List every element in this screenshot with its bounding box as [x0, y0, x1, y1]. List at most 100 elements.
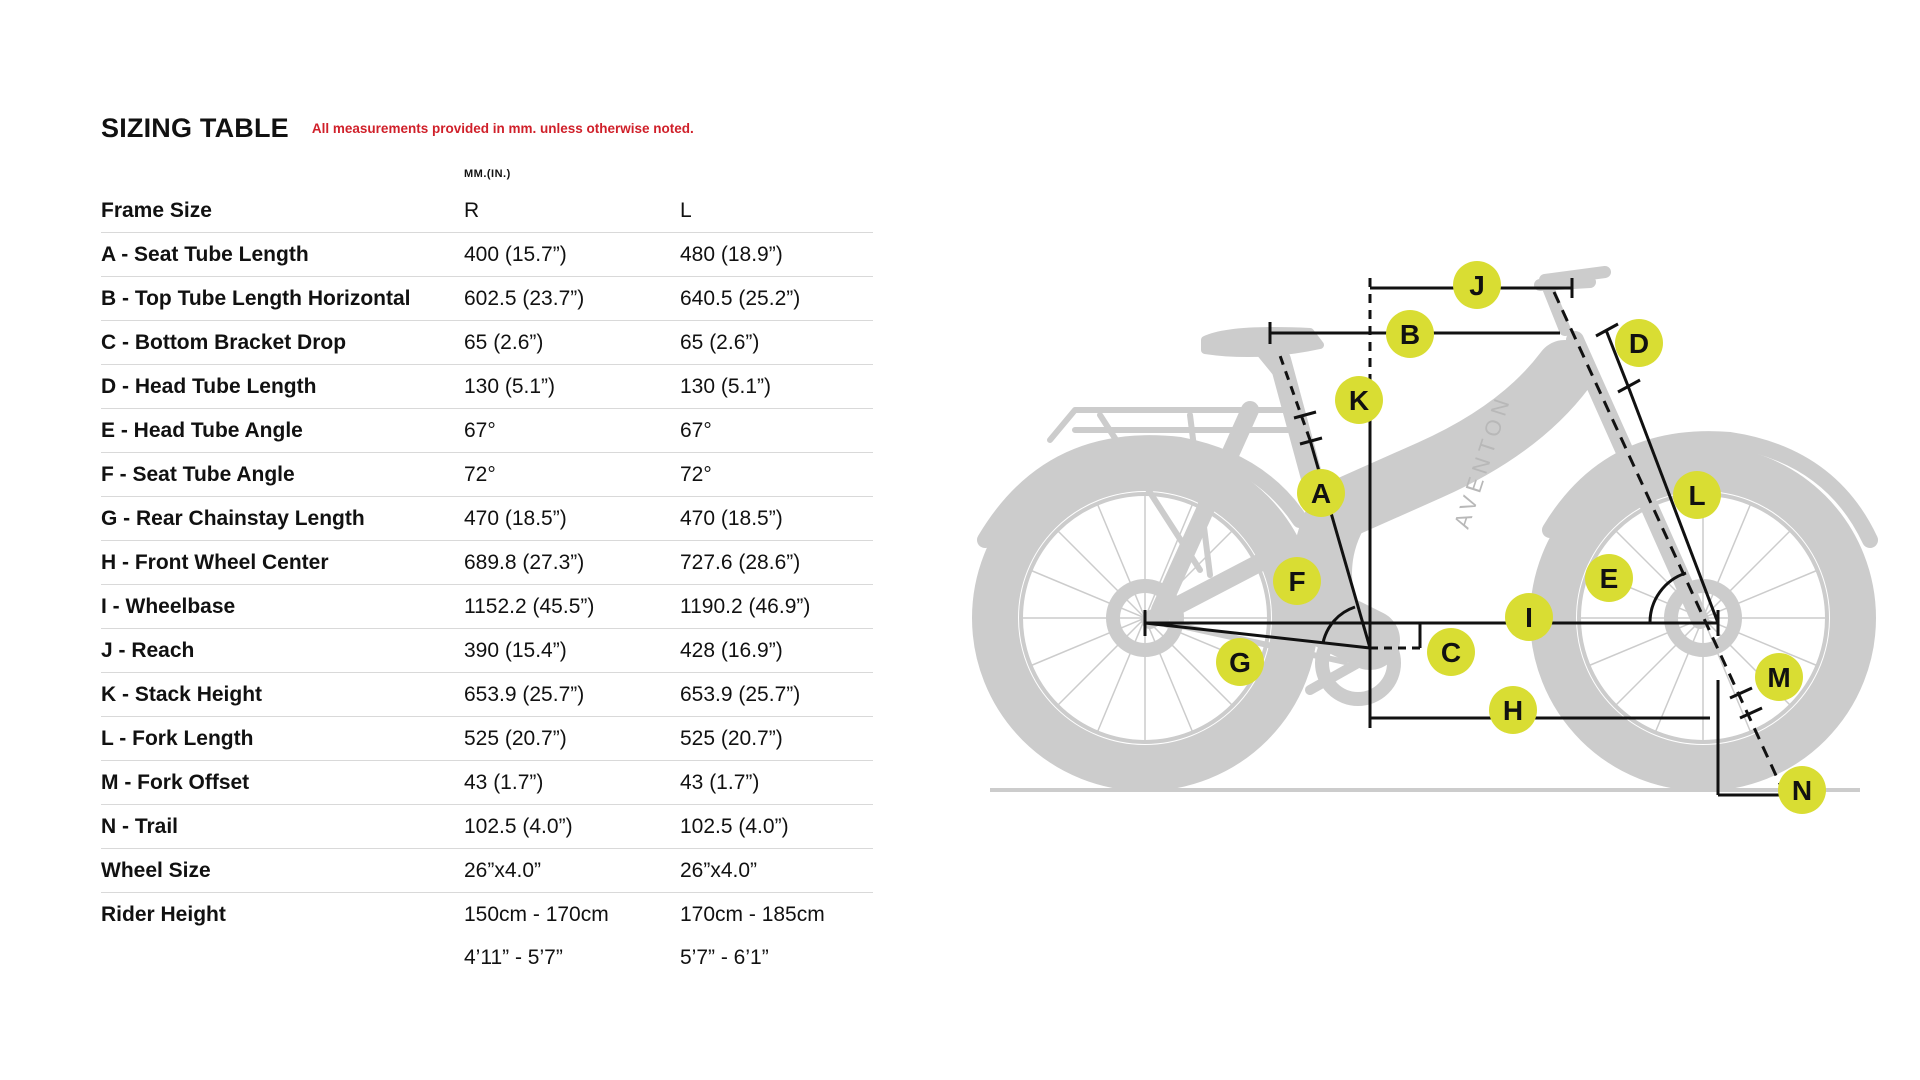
- row-value-r: 689.8 (27.3”): [464, 540, 680, 585]
- row-value-l: 102.5 (4.0”): [680, 804, 873, 849]
- row-label: K - Stack Height: [101, 672, 464, 717]
- a-tick-2: [1299, 436, 1323, 446]
- row-value-r: 653.9 (25.7”): [464, 672, 680, 717]
- badges: A B C D E F G H I J K L M N: [1216, 261, 1826, 814]
- f-angle-arc: [1321, 605, 1356, 644]
- l-measure-line: [1626, 385, 1720, 624]
- header: SIZING TABLE All measurements provided i…: [101, 113, 694, 144]
- front-fender: [1542, 431, 1878, 548]
- badge-b: B: [1386, 310, 1434, 358]
- d-measure-line: [1604, 329, 1630, 387]
- badge-k: K: [1335, 376, 1383, 424]
- row-value-l: 43 (1.7”): [680, 760, 873, 805]
- row-value-l: 480 (18.9”): [680, 232, 873, 277]
- badge-d: D: [1615, 319, 1663, 367]
- g-measure-line: [1144, 621, 1371, 650]
- row-label: E - Head Tube Angle: [101, 408, 464, 453]
- row-label: N - Trail: [101, 804, 464, 849]
- row-value-r: 470 (18.5”): [464, 496, 680, 541]
- rear-hub: [1106, 579, 1184, 657]
- row-value-l: 525 (20.7”): [680, 716, 873, 761]
- page-title: SIZING TABLE: [101, 113, 289, 143]
- units-note: All measurements provided in mm. unless …: [311, 121, 694, 136]
- a-tick-1: [1293, 410, 1317, 420]
- front-tire: [1530, 445, 1876, 791]
- table-row: Rider Height 150cm - 170cm 170cm - 185cm: [101, 893, 873, 937]
- row-value-l: 170cm - 185cm: [680, 902, 825, 926]
- row-value-l: 470 (18.5”): [680, 496, 873, 541]
- row-value-l: 428 (16.9”): [680, 628, 873, 673]
- row-value-r: 400 (15.7”): [464, 232, 680, 277]
- badge-i: I: [1505, 593, 1553, 641]
- svg-text:D: D: [1629, 328, 1649, 359]
- row-label: D - Head Tube Length: [101, 364, 464, 409]
- row-label: M - Fork Offset: [101, 760, 464, 805]
- row-label: G - Rear Chainstay Length: [101, 496, 464, 541]
- row-value-l: 67°: [680, 408, 873, 453]
- svg-text:J: J: [1469, 270, 1485, 301]
- measurement-lines: [1143, 278, 1787, 797]
- size-l-header: L: [680, 189, 873, 233]
- badge-m: M: [1755, 653, 1803, 701]
- frame-size-row: Frame Size R L: [101, 189, 873, 233]
- row-value-r: 43 (1.7”): [464, 760, 680, 805]
- rear-tire: [972, 445, 1318, 791]
- row-value-l: 26”x4.0”: [680, 848, 873, 893]
- steering-axis-line: [1552, 291, 1787, 796]
- badge-e: E: [1585, 554, 1633, 602]
- svg-text:B: B: [1400, 319, 1420, 350]
- svg-text:H: H: [1503, 695, 1523, 726]
- row-value-r: 525 (20.7”): [464, 716, 680, 761]
- row-value-r: 1152.2 (45.5”): [464, 584, 680, 629]
- row-value-r: 390 (15.4”): [464, 628, 680, 673]
- svg-text:A: A: [1311, 478, 1331, 509]
- e-angle-arc: [1648, 571, 1687, 624]
- badge-c: C: [1427, 628, 1475, 676]
- row-label: C - Bottom Bracket Drop: [101, 320, 464, 365]
- rear-rack: [1047, 407, 1293, 578]
- row-value-r: 150cm - 170cm: [464, 902, 609, 926]
- svg-text:L: L: [1688, 480, 1705, 511]
- badge-j: J: [1453, 261, 1501, 309]
- row-value-r: 65 (2.6”): [464, 320, 680, 365]
- row-value-l: 640.5 (25.2”): [680, 276, 873, 321]
- badge-n: N: [1778, 766, 1826, 814]
- row-value-l: 653.9 (25.7”): [680, 672, 873, 717]
- frame-size-label: Frame Size: [101, 189, 464, 233]
- badge-g: G: [1216, 638, 1264, 686]
- m-tick-2: [1739, 706, 1763, 720]
- row-label: Rider Height: [101, 902, 226, 926]
- row-value-r: 102.5 (4.0”): [464, 804, 680, 849]
- row-label: F - Seat Tube Angle: [101, 452, 464, 497]
- row-label: H - Front Wheel Center: [101, 540, 464, 585]
- rider-height-imperial-row: 4’11” - 5’7”5’7” - 6’1”: [101, 936, 873, 979]
- svg-text:K: K: [1349, 385, 1369, 416]
- svg-text:C: C: [1441, 637, 1461, 668]
- crank-arm: [1305, 658, 1363, 695]
- row-label: Wheel Size: [101, 848, 464, 893]
- row-value-r: 72°: [464, 452, 680, 497]
- frame-seatstay: [1141, 401, 1274, 629]
- d-tick-top: [1595, 322, 1619, 338]
- chainring: [1315, 620, 1401, 706]
- svg-text:M: M: [1767, 662, 1790, 693]
- badge-a: A: [1297, 469, 1345, 517]
- svg-text:F: F: [1288, 566, 1305, 597]
- unit-label: MM.(IN.): [464, 168, 511, 180]
- frame-downtube: [1292, 340, 1595, 670]
- m-tick-1: [1729, 686, 1753, 700]
- rear-fender: [977, 435, 1308, 548]
